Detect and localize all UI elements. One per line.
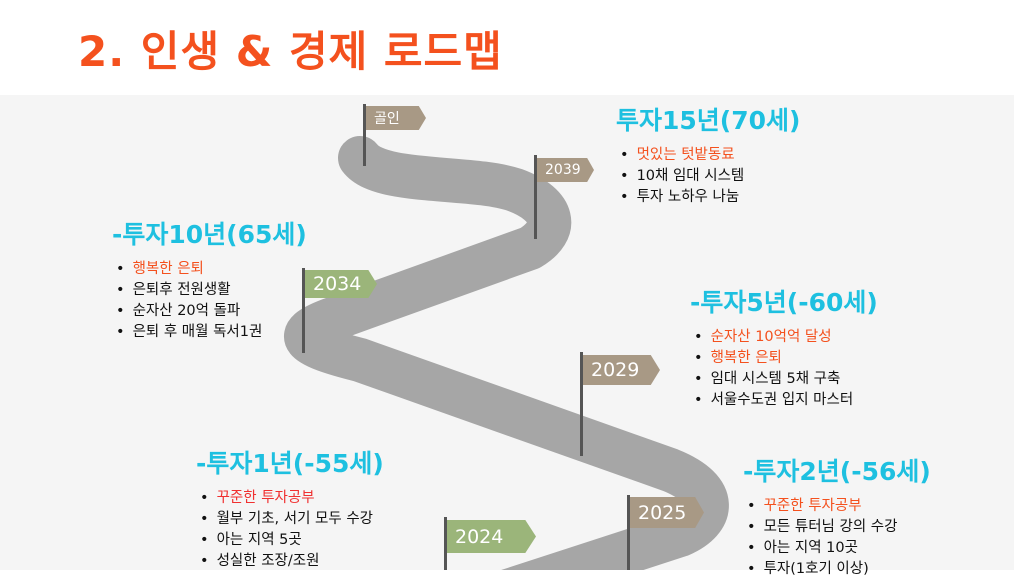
page-title: 2. 인생 & 경제 로드맵 (78, 27, 503, 76)
list-item: 성실한 조장/조원 (196, 551, 384, 572)
list-item: 서울수도권 입지 마스터 (690, 390, 878, 411)
list-item: 순자산 10억억 달성 (690, 327, 878, 348)
flag-pole (580, 352, 583, 456)
list-item: 행복한 은퇴 (112, 259, 307, 280)
list-item: 행복한 은퇴 (690, 348, 878, 369)
section-15-years: 투자15년(70세) 멋있는 텃밭동료 10채 임대 시스템 투자 노하우 나눔 (616, 101, 800, 208)
flag-2029: 2029 (583, 355, 660, 385)
list-item: 월부 기초, 서기 모두 수강 (196, 509, 384, 530)
list-item: 꾸준한 투자공부 (743, 496, 931, 517)
section-heading: -투자5년(-60세) (690, 288, 878, 317)
list-item: 모든 튜터님 강의 수강 (743, 517, 931, 538)
section-heading: -투자10년(65세) (112, 220, 307, 249)
winding-road (284, 136, 729, 570)
section-1-year: -투자1년(-55세) 꾸준한 투자공부 월부 기초, 서기 모두 수강 아는 … (196, 444, 384, 572)
list-item: 꾸준한 투자공부 (196, 488, 384, 509)
list-item: 순자산 20억 돌파 (112, 301, 307, 322)
section-5-years: -투자5년(-60세) 순자산 10억억 달성 행복한 은퇴 임대 시스템 5채… (690, 283, 878, 411)
flag-2034: 2034 (305, 270, 377, 298)
list-item: 아는 지역 5곳 (196, 530, 384, 551)
list-item: 은퇴 후 매월 독서1권 (112, 322, 307, 343)
list-item: 아는 지역 10곳 (743, 538, 931, 559)
flag-pole (363, 104, 366, 166)
flag-goal: 골인 (366, 106, 426, 130)
section-heading: -투자1년(-55세) (196, 449, 384, 478)
list-item: 은퇴후 전원생활 (112, 280, 307, 301)
list-item: 멋있는 텃밭동료 (616, 145, 800, 166)
list-item: 10채 임대 시스템 (616, 166, 800, 187)
flag-pole (444, 517, 447, 570)
flag-2039: 2039 (537, 158, 594, 182)
section-heading: 투자15년(70세) (616, 106, 801, 135)
flag-pole (534, 155, 537, 239)
section-10-years: -투자10년(65세) 행복한 은퇴 은퇴후 전원생활 순자산 20억 돌파 은… (112, 215, 307, 343)
list-item: 투자 노하우 나눔 (616, 187, 800, 208)
list-item: 임대 시스템 5채 구축 (690, 369, 878, 390)
section-2-years: -투자2년(-56세) 꾸준한 투자공부 모든 튜터님 강의 수강 아는 지역 … (743, 452, 931, 580)
flag-2025: 2025 (630, 497, 704, 528)
flag-pole (627, 495, 630, 570)
flag-2024: 2024 (447, 520, 536, 553)
section-heading: -투자2년(-56세) (743, 457, 931, 486)
